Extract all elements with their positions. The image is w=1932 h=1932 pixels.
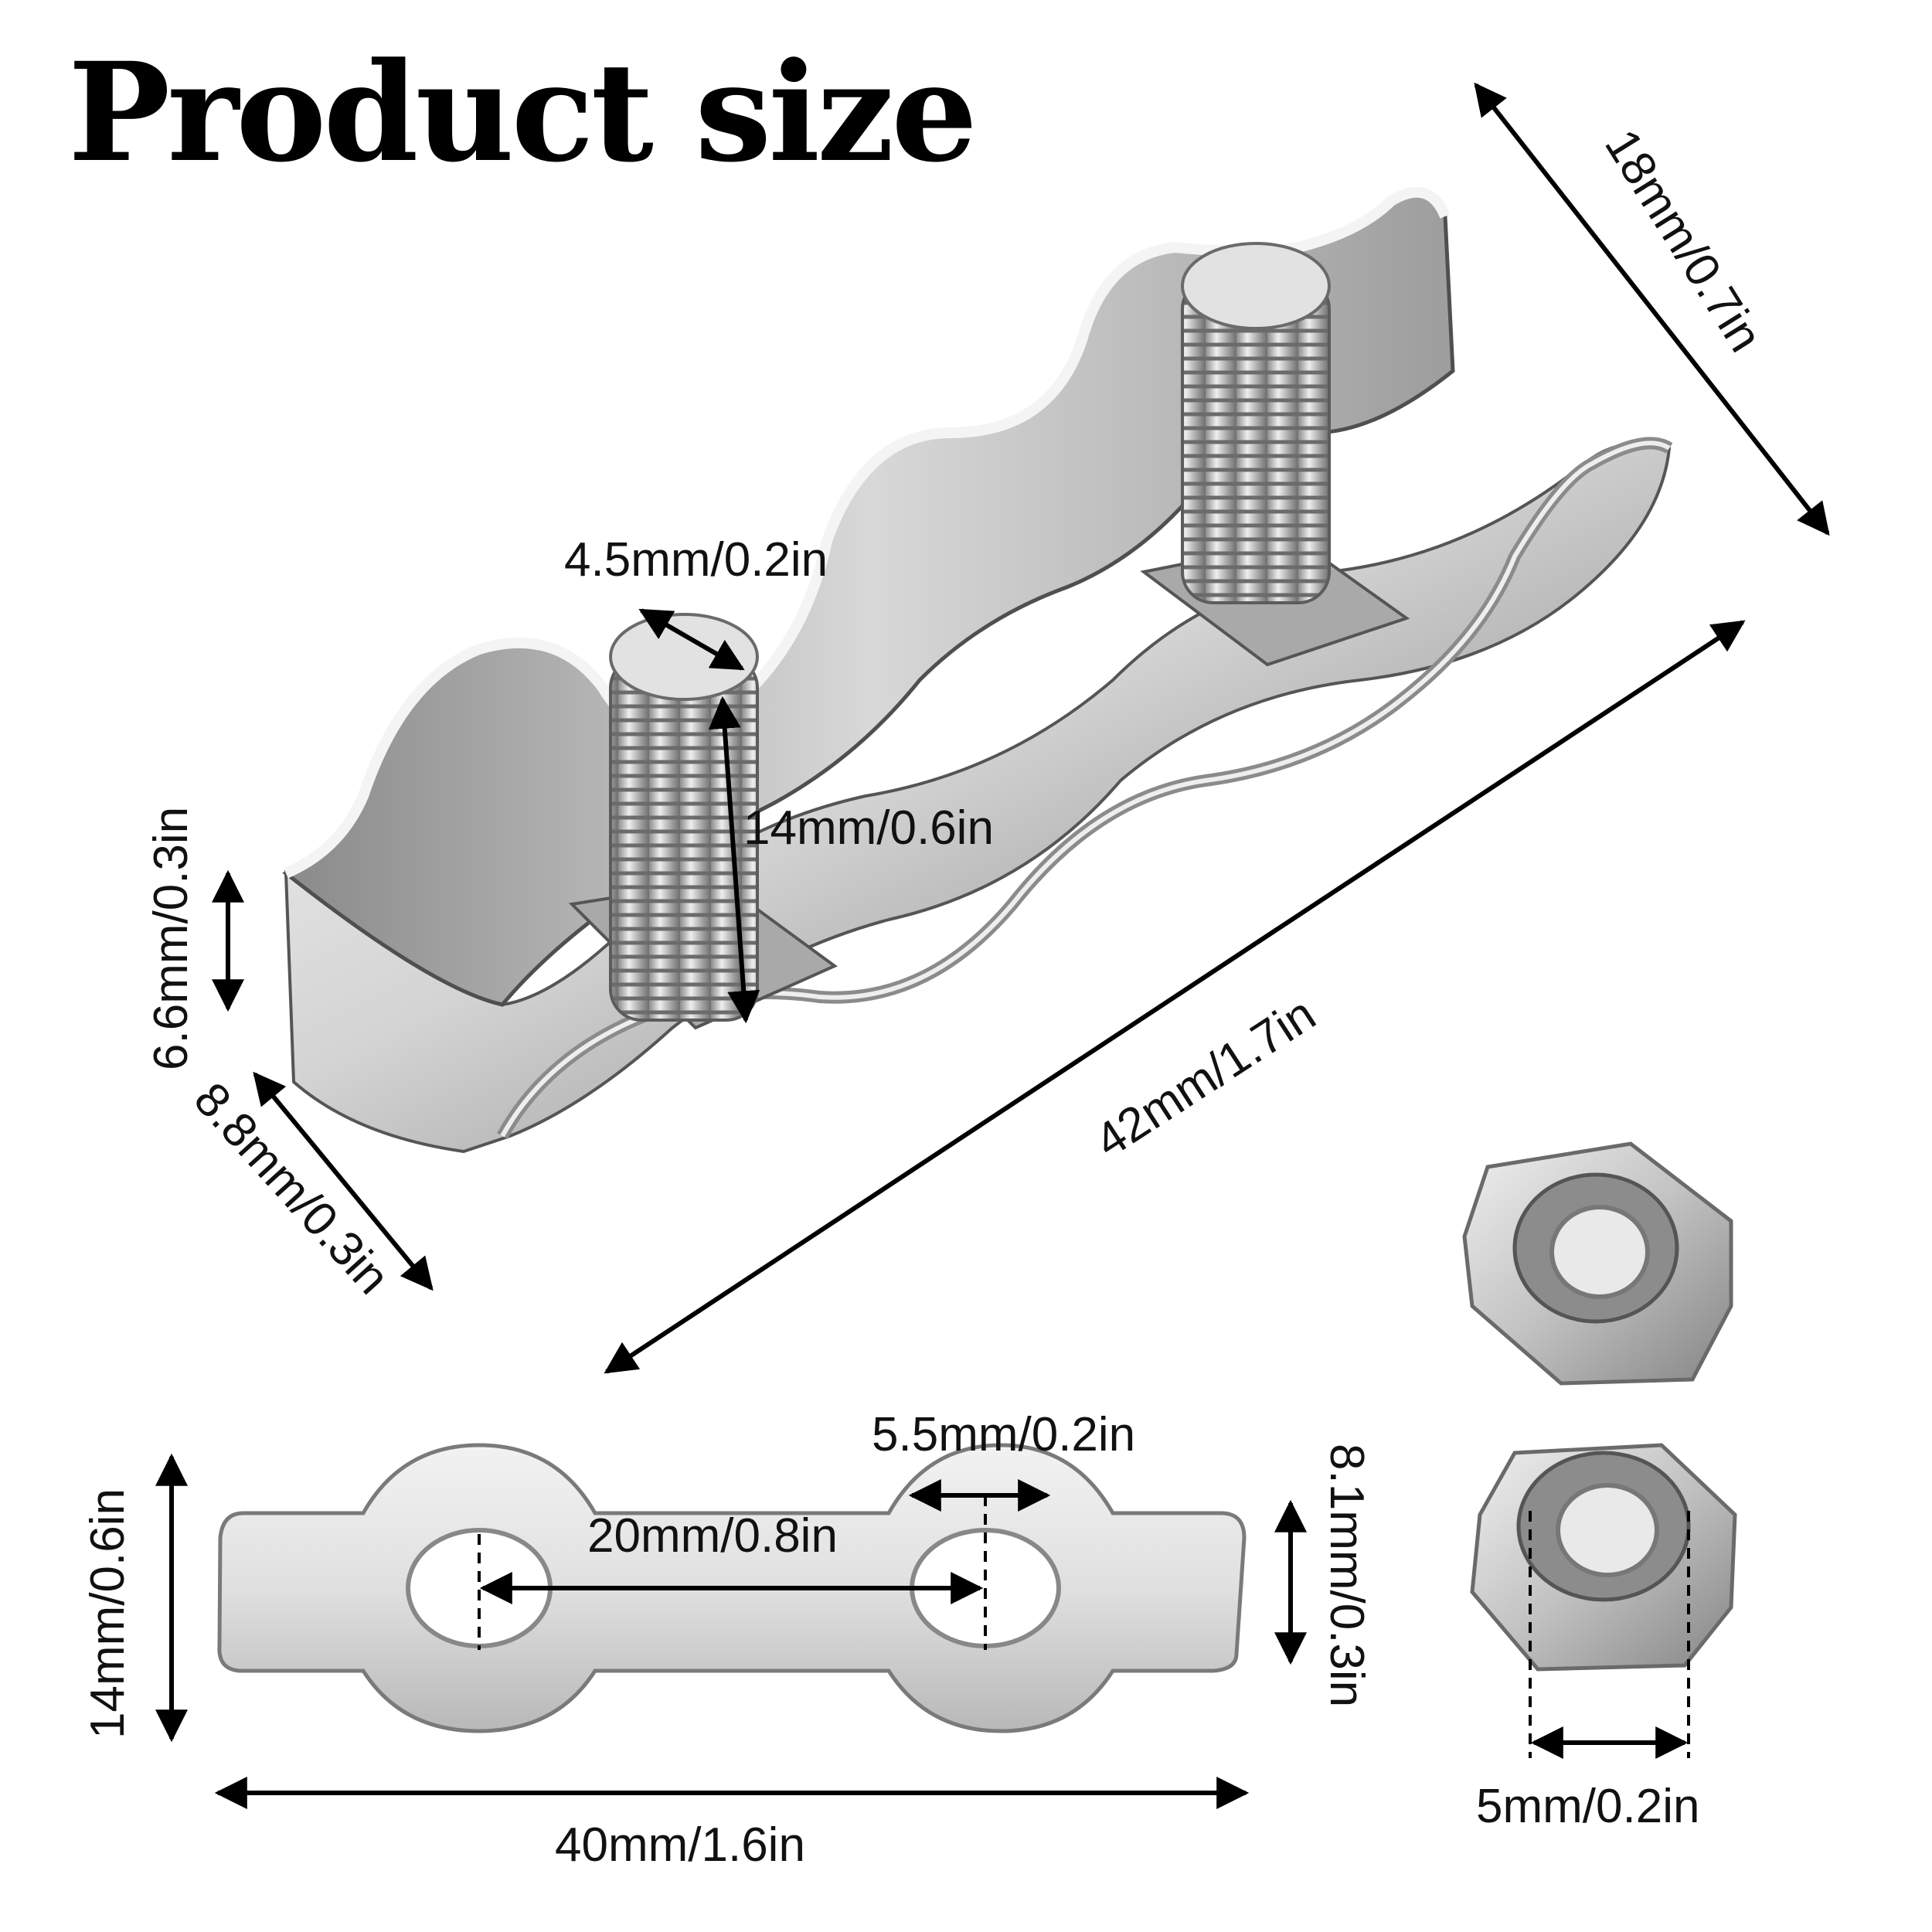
page-title: Product size	[68, 32, 978, 192]
label-base-height: 6.6mm/0.3in	[145, 807, 198, 1070]
label-plate-height: 14mm/0.6in	[81, 1488, 134, 1739]
label-plate-end-height: 8.1mm/0.3in	[1320, 1444, 1373, 1707]
label-plate-length: 40mm/1.6in	[555, 1818, 805, 1872]
label-clamp-width: 18mm/0.7in	[1594, 121, 1772, 361]
label-clamp-length: 42mm/1.7in	[1086, 987, 1325, 1168]
dimension-lines	[155, 82, 1830, 1809]
label-bolt-length: 14mm/0.6in	[743, 801, 994, 855]
label-hole-spacing: 20mm/0.8in	[587, 1509, 838, 1563]
label-nut-thickness: 5mm/0.2in	[1476, 1780, 1699, 1833]
hex-nut-icon	[1470, 1443, 1737, 1672]
arrow-base-depth	[253, 1071, 434, 1291]
label-bolt-diameter: 4.5mm/0.2in	[564, 533, 828, 587]
label-hole-diameter: 5.5mm/0.2in	[872, 1408, 1135, 1461]
hex-nut-icon	[1462, 1141, 1733, 1386]
wire-rope-clamp-icon	[282, 186, 1673, 1154]
arrow-clamp-length	[604, 620, 1746, 1374]
arrow-clamp-width	[1474, 82, 1830, 536]
